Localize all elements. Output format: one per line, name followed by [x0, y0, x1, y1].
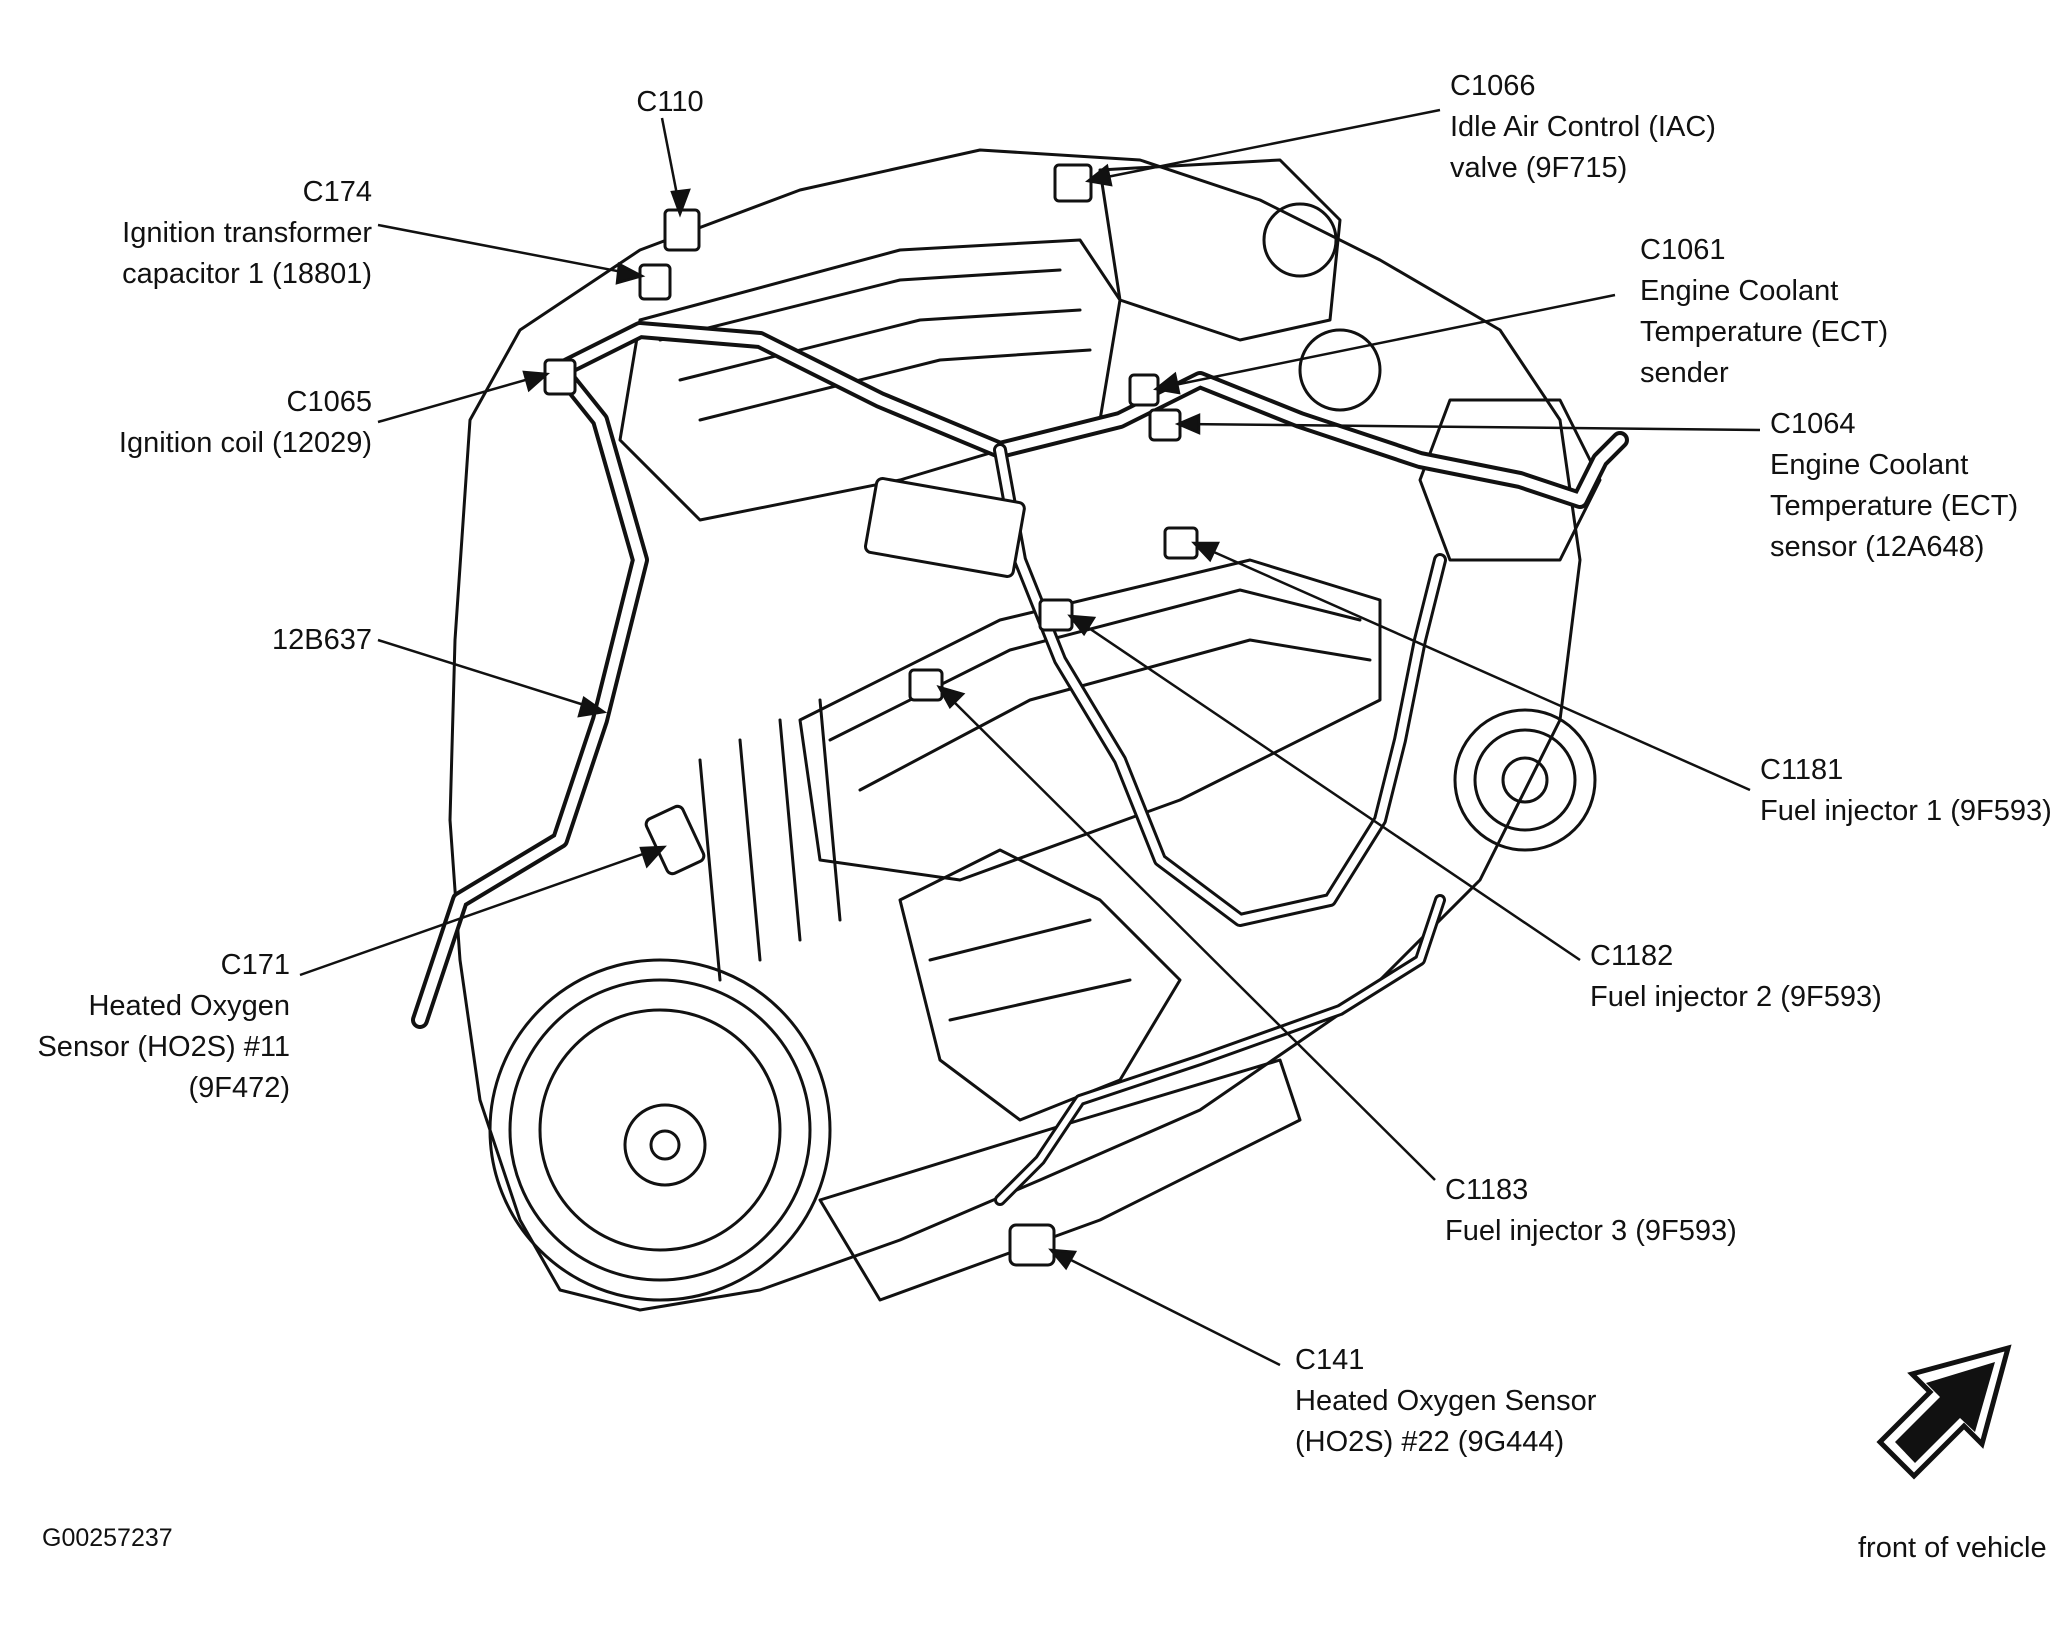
valve-cover: [798, 558, 1382, 882]
callout-code: C141: [1295, 1344, 1365, 1376]
label-c1066: C1066 Idle Air Control (IAC) valve (9F71…: [1450, 66, 1716, 189]
leader-c141: [1054, 1250, 1281, 1367]
callout-text: Heated Oxygen Sensor: [1295, 1385, 1597, 1417]
callout-code: C171: [220, 949, 290, 981]
callout-text: (HO2S) #22 (9G444): [1295, 1426, 1565, 1458]
callout-text: capacitor 1 (18801): [122, 258, 372, 290]
leader-12b637: [377, 638, 601, 712]
connector-c1183: [908, 668, 944, 702]
label-12b637: 12B637: [80, 620, 372, 661]
alternator: [1418, 398, 1602, 562]
connector-c141: [1008, 1223, 1056, 1267]
callout-code: C174: [302, 176, 372, 208]
leader-c1066: [1091, 108, 1441, 182]
callout-code: C110: [636, 86, 704, 118]
label-c174: C174 Ignition transformer capacitor 1 (1…: [80, 172, 372, 295]
callout-text: Idle Air Control (IAC): [1450, 111, 1716, 143]
callout-text: Fuel injector 3 (9F593): [1445, 1215, 1737, 1247]
label-c1181: C1181 Fuel injector 1 (9F593): [1760, 750, 2052, 832]
callout-code: C1065: [286, 386, 372, 418]
callout-text: Temperature (ECT): [1640, 316, 1889, 348]
label-c110: C110: [610, 82, 730, 123]
callout-text: Sensor (HO2S) #11: [37, 1031, 290, 1063]
connector-pcm: [863, 476, 1026, 578]
connector-c1061: [1128, 373, 1160, 407]
callout-text: sender: [1640, 357, 1729, 389]
connector-c171: [644, 804, 706, 876]
callout-code: C1182: [1590, 940, 1674, 972]
connector-c1064: [1148, 408, 1182, 442]
leader-c1065: [377, 373, 544, 424]
engine-block-outline: [448, 148, 1582, 1312]
connector-c1065: [543, 358, 577, 396]
front-direction-arrow-icon: [1876, 1344, 2012, 1480]
label-c141: C141 Heated Oxygen Sensor (HO2S) #22 (9G…: [1295, 1340, 1596, 1463]
label-c1183: C1183 Fuel injector 3 (9F593): [1445, 1170, 1737, 1252]
callout-text: Fuel injector 2 (9F593): [1590, 981, 1882, 1013]
callout-code: C1181: [1760, 754, 1844, 786]
connector-c1182: [1038, 598, 1074, 632]
callout-text: Engine Coolant: [1770, 449, 1969, 481]
label-c1182: C1182 Fuel injector 2 (9F593): [1590, 936, 1882, 1018]
leader-c1061: [1159, 293, 1616, 390]
label-c1064: C1064 Engine Coolant Temperature (ECT) s…: [1770, 404, 2018, 568]
pulley: [1453, 708, 1597, 852]
label-c171: C171 Heated Oxygen Sensor (HO2S) #11 (9F…: [0, 945, 290, 1109]
callout-text: Temperature (ECT): [1770, 490, 2019, 522]
connector-c174: [638, 263, 672, 301]
callout-text: valve (9F715): [1450, 152, 1628, 184]
intake-manifold: [618, 238, 1122, 522]
callout-text: Heated Oxygen: [88, 990, 290, 1022]
callout-text: (9F472): [188, 1072, 290, 1104]
callout-text: sensor (12A648): [1770, 531, 1985, 563]
exhaust-manifold: [898, 848, 1182, 1122]
leader-c1183: [941, 689, 1436, 1181]
connector-c110: [663, 208, 701, 252]
leader-c171: [299, 846, 661, 977]
callout-text: Fuel injector 1 (9F593): [1760, 795, 2052, 827]
callout-code: C1061: [1640, 234, 1726, 266]
callout-text: Ignition coil (12029): [118, 427, 372, 459]
callout-code: C1183: [1445, 1174, 1529, 1206]
callout-text: Engine Coolant: [1640, 275, 1839, 307]
callout-code: 12B637: [272, 624, 372, 656]
leader-c1182: [1073, 616, 1581, 962]
oil-pan: [818, 1058, 1302, 1302]
connector-c1181: [1163, 526, 1199, 560]
leader-c1064: [1181, 422, 1761, 432]
label-c1061: C1061 Engine Coolant Temperature (ECT) s…: [1640, 230, 1888, 394]
figure-id: G00257237: [42, 1524, 173, 1552]
orientation-label: front of vehicle: [1858, 1532, 2047, 1564]
label-c1065: C1065 Ignition coil (12029): [80, 382, 372, 464]
callout-text: Ignition transformer: [122, 217, 372, 249]
flywheel: [488, 958, 832, 1302]
connector-c1066: [1053, 163, 1093, 203]
leader-c1181: [1197, 543, 1751, 792]
leader-c174: [377, 223, 639, 277]
callout-code: C1064: [1770, 408, 1856, 440]
throttle-body: [1098, 158, 1342, 342]
callout-code: C1066: [1450, 70, 1536, 102]
